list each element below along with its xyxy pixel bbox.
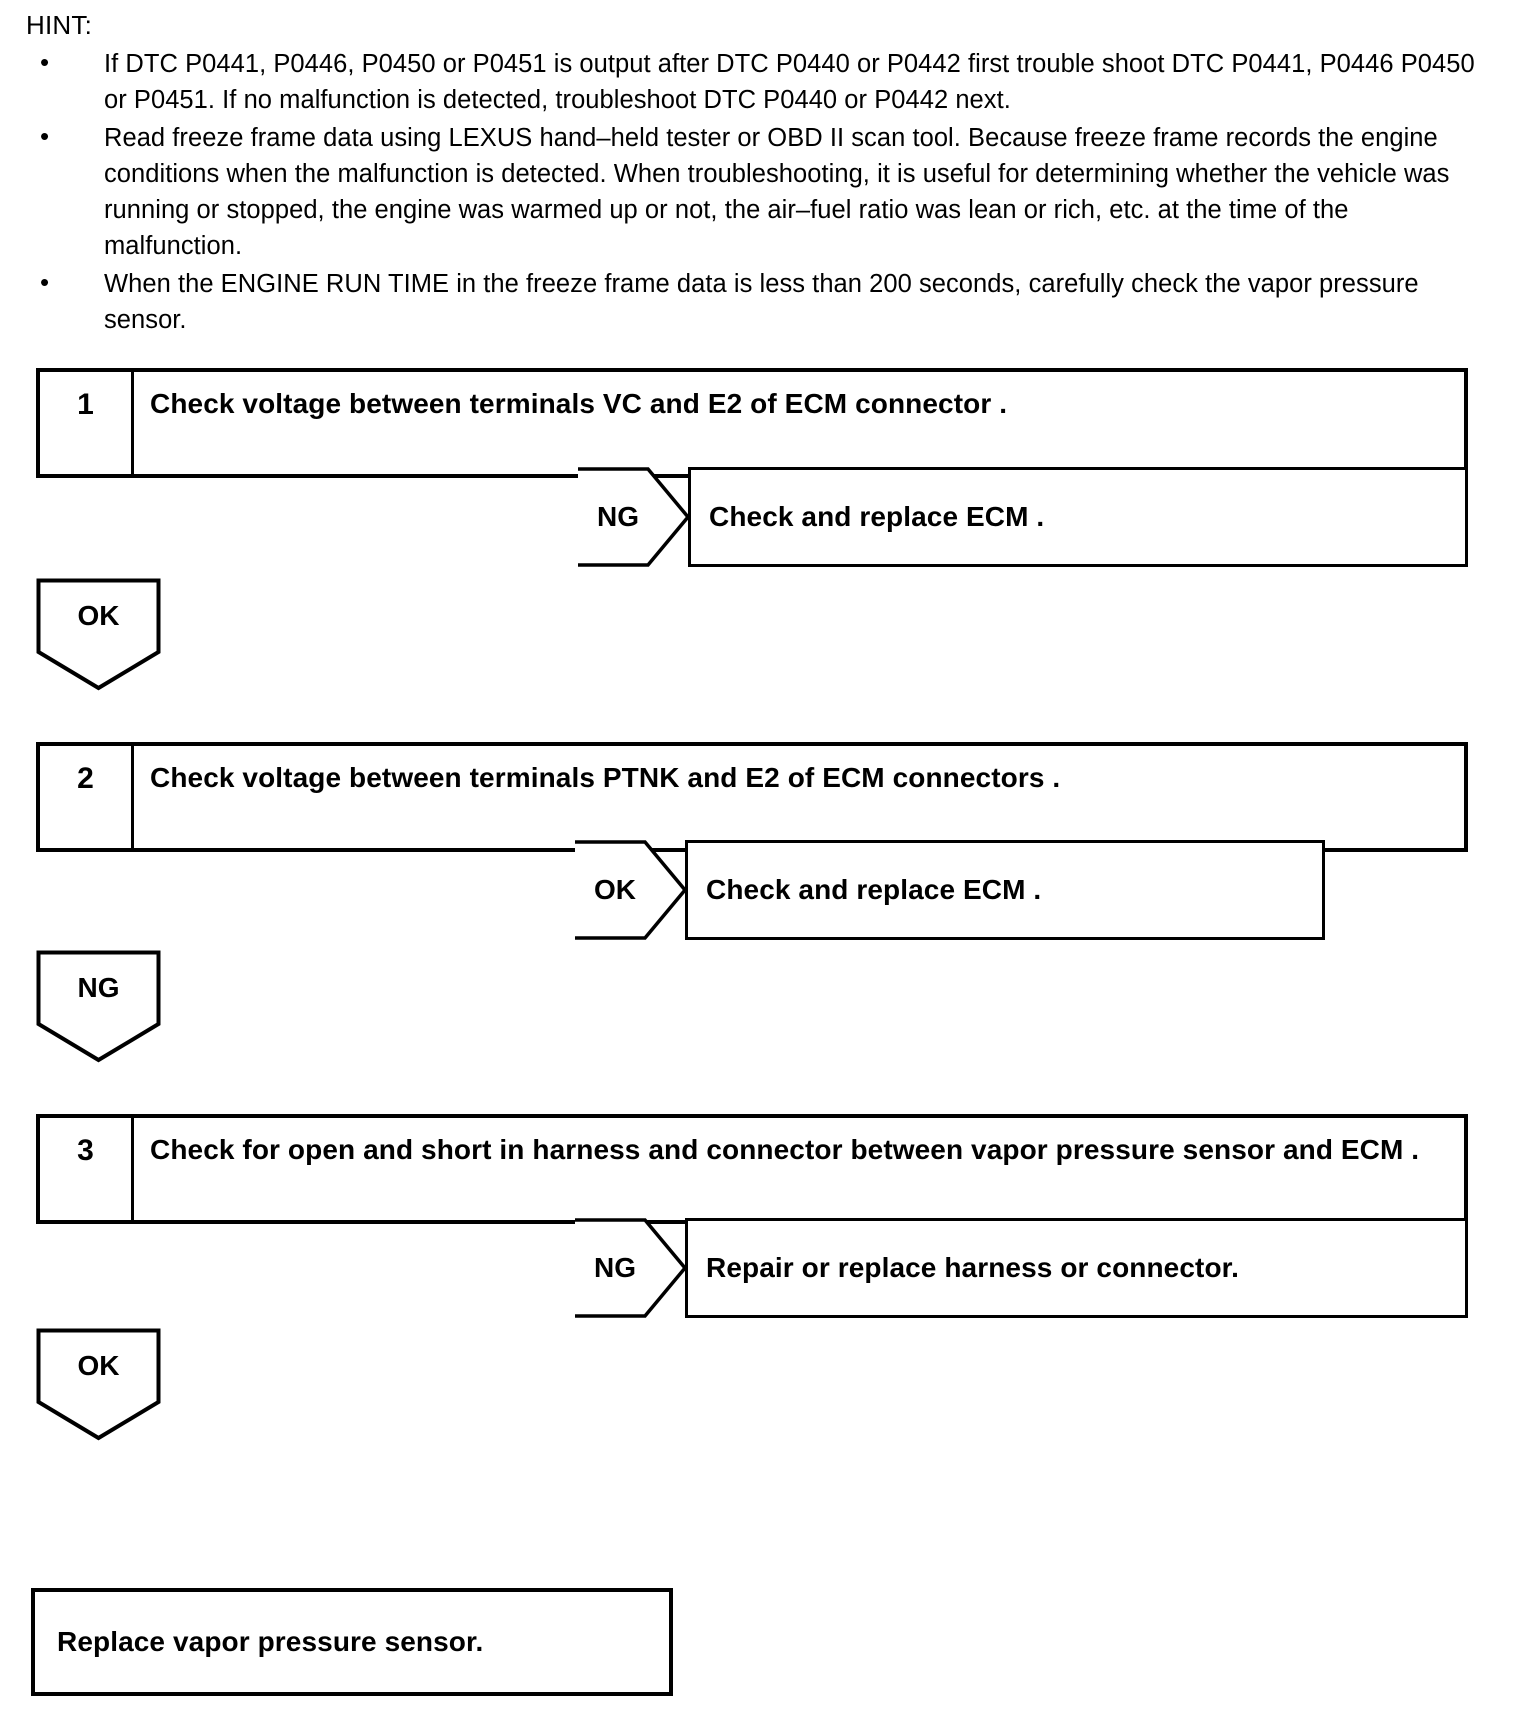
hint-list-item: • Read freeze frame data using LEXUS han…	[26, 120, 1486, 264]
step-box-1: 1 Check voltage between terminals VC and…	[36, 368, 1468, 478]
result-box-2: Check and replace ECM .	[685, 840, 1325, 940]
hint-title: HINT:	[26, 10, 92, 40]
hint-item-text: Read freeze frame data using LEXUS hand–…	[104, 124, 1450, 260]
continue-arrow-ok-3: OK	[36, 1328, 161, 1441]
bullet-icon: •	[40, 121, 50, 151]
continue-arrow-label: OK	[77, 1350, 120, 1381]
branch-arrow-label: OK	[594, 874, 636, 905]
branch-arrow-ng-1: NG	[576, 467, 690, 567]
step-number: 2	[77, 762, 94, 795]
result-text: Check and replace ECM .	[706, 874, 1042, 905]
hint-list-item: • When the ENGINE RUN TIME in the freeze…	[26, 266, 1486, 338]
hint-item-text: If DTC P0441, P0446, P0450 or P0451 is o…	[104, 50, 1475, 114]
step-number: 3	[77, 1134, 94, 1167]
branch-arrow-ok-2: OK	[573, 840, 687, 940]
step-box-2: 2 Check voltage between terminals PTNK a…	[36, 742, 1468, 852]
hint-block: HINT: • If DTC P0441, P0446, P0450 or P0…	[26, 8, 1486, 340]
continue-arrow-ok-1: OK	[36, 578, 161, 691]
bullet-icon: •	[40, 267, 50, 297]
result-text: Check and replace ECM .	[709, 501, 1045, 532]
final-action-box: Replace vapor pressure sensor.	[31, 1588, 673, 1696]
bullet-icon: •	[40, 47, 50, 77]
result-box-1: Check and replace ECM .	[688, 467, 1468, 567]
step-number-cell-1: 1	[40, 372, 134, 474]
hint-list-item: • If DTC P0441, P0446, P0450 or P0451 is…	[26, 46, 1486, 118]
step-number: 1	[77, 388, 94, 421]
step-text: Check voltage between terminals VC and E…	[150, 388, 1008, 419]
step-box-3: 3 Check for open and short in harness an…	[36, 1114, 1468, 1224]
continue-arrow-label: OK	[77, 600, 120, 631]
branch-arrow-label: NG	[597, 501, 639, 532]
result-text: Repair or replace harness or connector.	[706, 1252, 1239, 1283]
result-box-3: Repair or replace harness or connector.	[685, 1218, 1468, 1318]
step-number-cell-2: 2	[40, 746, 134, 848]
branch-arrow-label: NG	[594, 1252, 636, 1283]
continue-arrow-label: NG	[77, 972, 120, 1003]
step-text: Check for open and short in harness and …	[150, 1134, 1420, 1165]
step-number-cell-3: 3	[40, 1118, 134, 1220]
step-text: Check voltage between terminals PTNK and…	[150, 762, 1061, 793]
branch-arrow-ng-3: NG	[573, 1218, 687, 1318]
final-action-text: Replace vapor pressure sensor.	[57, 1626, 484, 1657]
continue-arrow-ng-2: NG	[36, 950, 161, 1063]
hint-item-text: When the ENGINE RUN TIME in the freeze f…	[104, 270, 1419, 334]
hint-list: • If DTC P0441, P0446, P0450 or P0451 is…	[26, 46, 1486, 338]
